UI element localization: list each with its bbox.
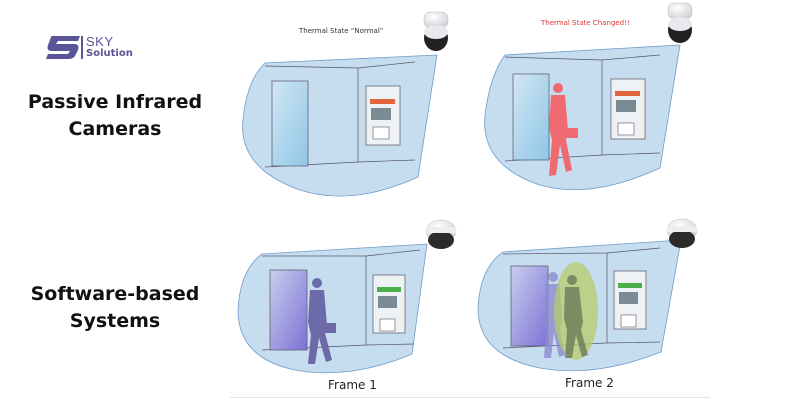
- purple-silhouette: [308, 278, 336, 364]
- panel-thermal-normal: [242, 11, 449, 197]
- row-label-software-based: Software-based Systems: [15, 281, 215, 335]
- brand-subname: Solution: [86, 48, 133, 59]
- row-label-line2: Systems: [69, 310, 161, 332]
- panel-frame-1: [237, 219, 457, 374]
- dome-camera-icon: [666, 218, 698, 248]
- atm-machine: [372, 274, 406, 334]
- door: [510, 265, 549, 347]
- atm-machine: [613, 270, 647, 330]
- door: [271, 80, 309, 167]
- frame-2-label: Frame 2: [565, 376, 614, 390]
- divider: [230, 397, 710, 398]
- red-thermal-silhouette: [549, 83, 578, 176]
- row-label-line2: Cameras: [68, 118, 162, 140]
- caption-thermal-normal: Thermal State “Normal”: [299, 27, 384, 35]
- ptz-dome-camera-icon: [667, 2, 693, 43]
- row-label-line1: Passive Infrared: [27, 91, 203, 113]
- row-label-line1: Software-based: [30, 283, 200, 305]
- panel-thermal-changed: [484, 2, 693, 191]
- motion-detected-silhouettes: [564, 275, 588, 358]
- door: [269, 269, 308, 351]
- door: [512, 73, 550, 161]
- dome-camera-icon: [425, 219, 457, 249]
- row-label-passive-infrared: Passive Infrared Cameras: [15, 89, 215, 143]
- sky-s-logo-icon: [46, 36, 83, 59]
- brand-name: SKY: [86, 34, 114, 49]
- ptz-dome-camera-icon: [423, 11, 449, 51]
- atm-machine: [610, 78, 646, 140]
- brand-logo: SKY Solution: [44, 34, 154, 62]
- atm-machine: [365, 85, 401, 146]
- caption-thermal-changed: Thermal State Changed!!: [541, 19, 630, 27]
- frame-1-label: Frame 1: [328, 378, 377, 392]
- panel-frame-2: [477, 218, 698, 372]
